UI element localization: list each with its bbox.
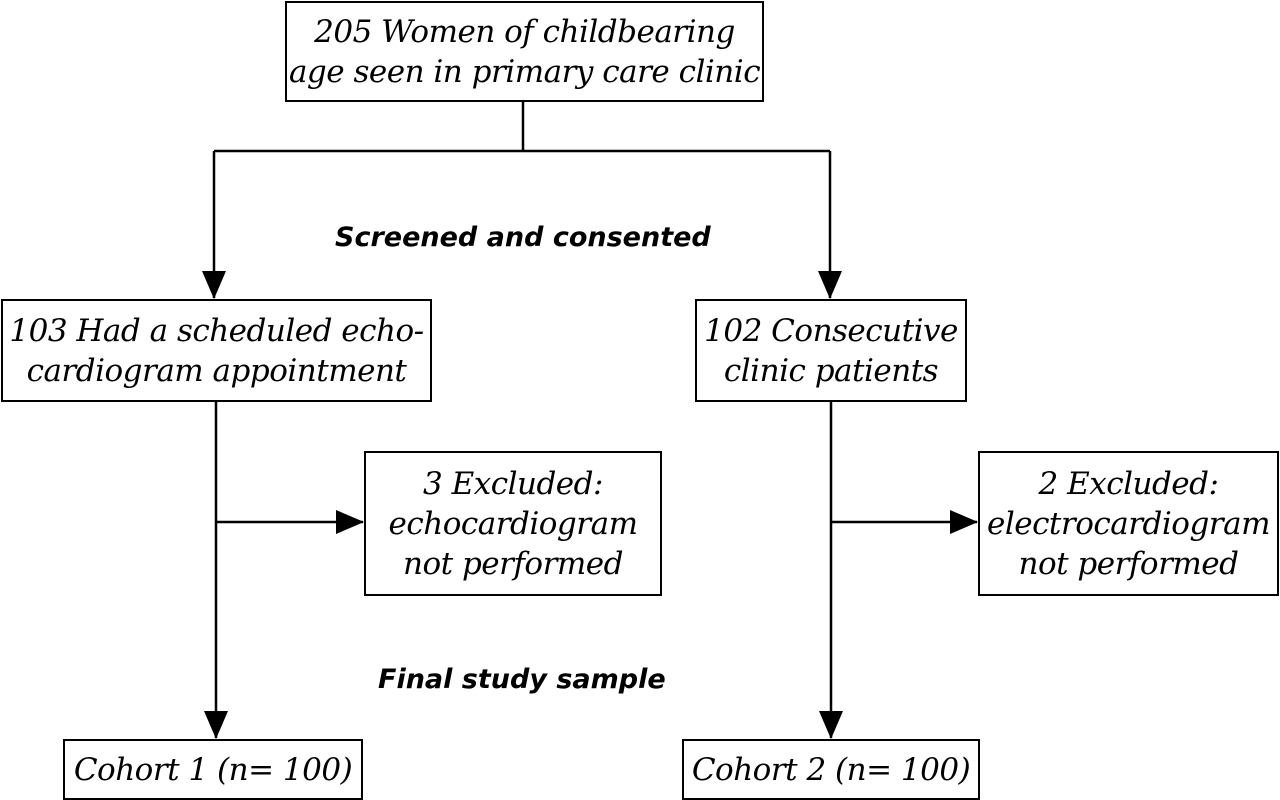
node-right-consecutive-patients: 102 Consecutive clinic patients [695,299,967,402]
stage-label-screened: Screened and consented [335,222,711,253]
node-left-mid-label: 103 Had a scheduled echo- cardiogram app… [9,312,424,389]
node-top-women: 205 Women of childbearing age seen in pr… [285,1,764,102]
node-right-final-label: Cohort 2 (n= 100) [691,751,971,788]
node-right-mid-label: 102 Consecutive clinic patients [704,312,958,389]
node-left-cohort-1: Cohort 1 (n= 100) [63,739,363,800]
node-left-scheduled-echo: 103 Had a scheduled echo- cardiogram app… [1,299,432,402]
node-right-excluded-label: 2 Excluded: electrocardiogram not perfor… [986,465,1271,582]
node-left-excluded-label: 3 Excluded: echocardiogram not performed [388,465,638,582]
node-left-excluded: 3 Excluded: echocardiogram not performed [364,451,662,596]
stage-label-final: Final study sample [378,664,666,695]
node-right-excluded: 2 Excluded: electrocardiogram not perfor… [978,451,1279,596]
node-right-cohort-2: Cohort 2 (n= 100) [682,739,980,800]
node-top-label: 205 Women of childbearing age seen in pr… [288,13,761,90]
node-left-final-label: Cohort 1 (n= 100) [73,751,353,788]
